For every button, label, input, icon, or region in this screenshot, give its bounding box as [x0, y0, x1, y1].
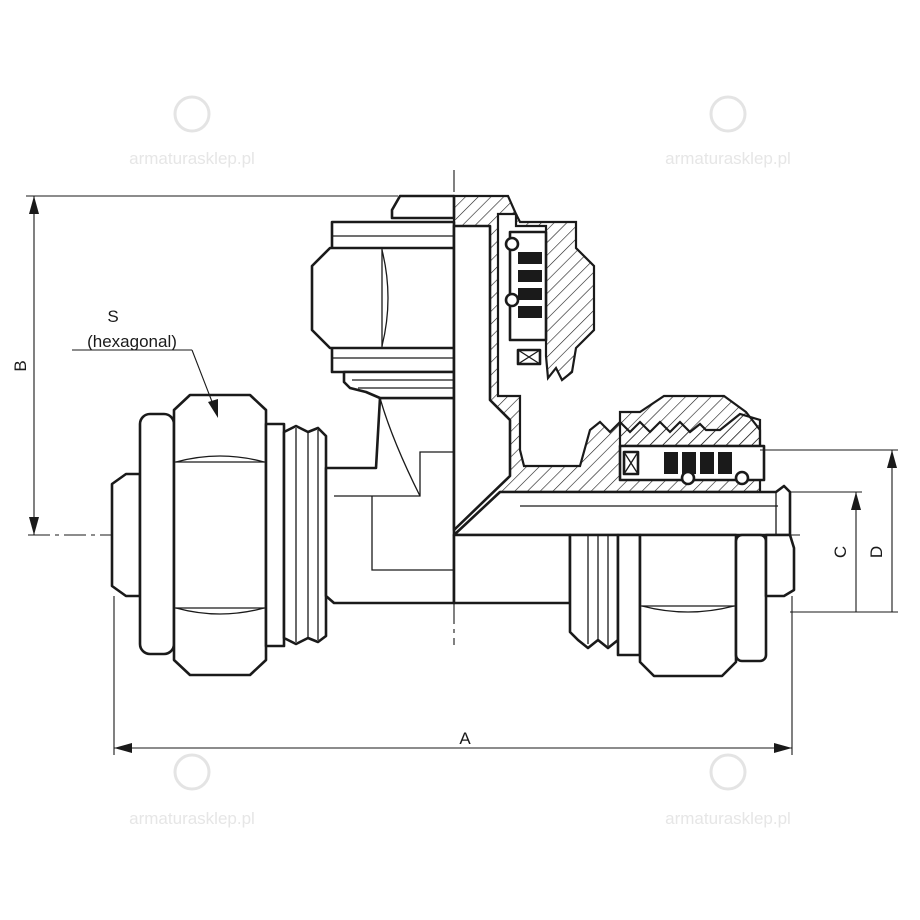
dimension-A: A [113, 596, 793, 755]
watermark-logo-icon [173, 95, 211, 133]
right-pipe-stub [764, 533, 796, 598]
section-view [452, 194, 792, 539]
top-seal-ring [518, 270, 542, 282]
left-nut-collar [264, 422, 286, 648]
right-thread-lower [568, 533, 620, 650]
label-hexagonal: (hexagonal) [87, 332, 177, 351]
tee-body-step [379, 397, 421, 497]
label-S: S [107, 307, 118, 326]
top-seal-ring [518, 306, 542, 318]
dimension-C: C [790, 491, 862, 613]
dimension-B: B [11, 195, 398, 535]
left-hex-chamfer [175, 455, 265, 463]
arrow-icon [29, 517, 39, 535]
arrow-icon [887, 450, 897, 468]
label-B: B [11, 360, 30, 371]
top-hex-nut [310, 246, 456, 350]
top-branch-bore [452, 224, 512, 532]
top-compression-nut [310, 194, 456, 400]
right-pipe-insert [452, 484, 792, 537]
watermark-text: armaturasklep.pl [665, 809, 791, 828]
right-seal-ring [664, 452, 678, 474]
arrow-icon [774, 743, 792, 753]
arrow-icon [208, 399, 218, 418]
top-thread [342, 370, 456, 400]
right-body-lower [452, 533, 572, 605]
watermark-logo-icon [709, 753, 747, 791]
right-nut-section [618, 394, 762, 448]
left-hex-nut [172, 393, 268, 677]
watermark-bottom-left: armaturasklep.pl [129, 753, 255, 828]
top-seal-stack [504, 230, 548, 366]
left-hex-chamfer [175, 607, 265, 615]
label-C: C [831, 546, 850, 558]
arrow-icon [29, 196, 39, 214]
watermark-text: armaturasklep.pl [665, 149, 791, 168]
top-seal-ring [518, 252, 542, 264]
right-washer-cross [623, 451, 639, 475]
arrow-icon [114, 743, 132, 753]
watermark-bottom-right: armaturasklep.pl [665, 753, 791, 828]
label-D: D [867, 546, 886, 558]
watermark-text: armaturasklep.pl [129, 149, 255, 168]
right-seal-ring [700, 452, 714, 474]
right-hex-chamfer [641, 605, 735, 613]
right-nut-collar [616, 533, 642, 657]
arrow-icon [851, 492, 861, 510]
right-oring-icon [680, 470, 696, 486]
label-A: A [459, 729, 471, 748]
dimension-D: D [760, 449, 898, 613]
left-thread [282, 424, 328, 646]
top-washer-cross [517, 349, 541, 365]
left-compression-nut [110, 393, 328, 677]
top-oring-icon [504, 292, 520, 308]
top-seal-ring [518, 288, 542, 300]
watermark-top-right: armaturasklep.pl [665, 95, 791, 168]
watermark-top-left: armaturasklep.pl [129, 95, 255, 168]
right-seal-ring [718, 452, 732, 474]
left-pipe-stub [110, 472, 142, 598]
watermark-logo-icon [709, 95, 747, 133]
watermark-text: armaturasklep.pl [129, 809, 255, 828]
right-oring-icon [734, 470, 750, 486]
hexagonal-callout: S (hexagonal) [72, 307, 218, 418]
top-nut-cap [390, 194, 456, 220]
right-nut-rim [734, 533, 768, 663]
right-seal-ring [682, 452, 696, 474]
left-nut-body [138, 412, 176, 656]
top-hex-chamfer [381, 249, 389, 347]
top-oring-icon [504, 236, 520, 252]
right-compression-nut [452, 533, 796, 678]
watermark-logo-icon [173, 753, 211, 791]
right-seal-stack [618, 444, 766, 486]
tee-body-step [371, 496, 454, 571]
